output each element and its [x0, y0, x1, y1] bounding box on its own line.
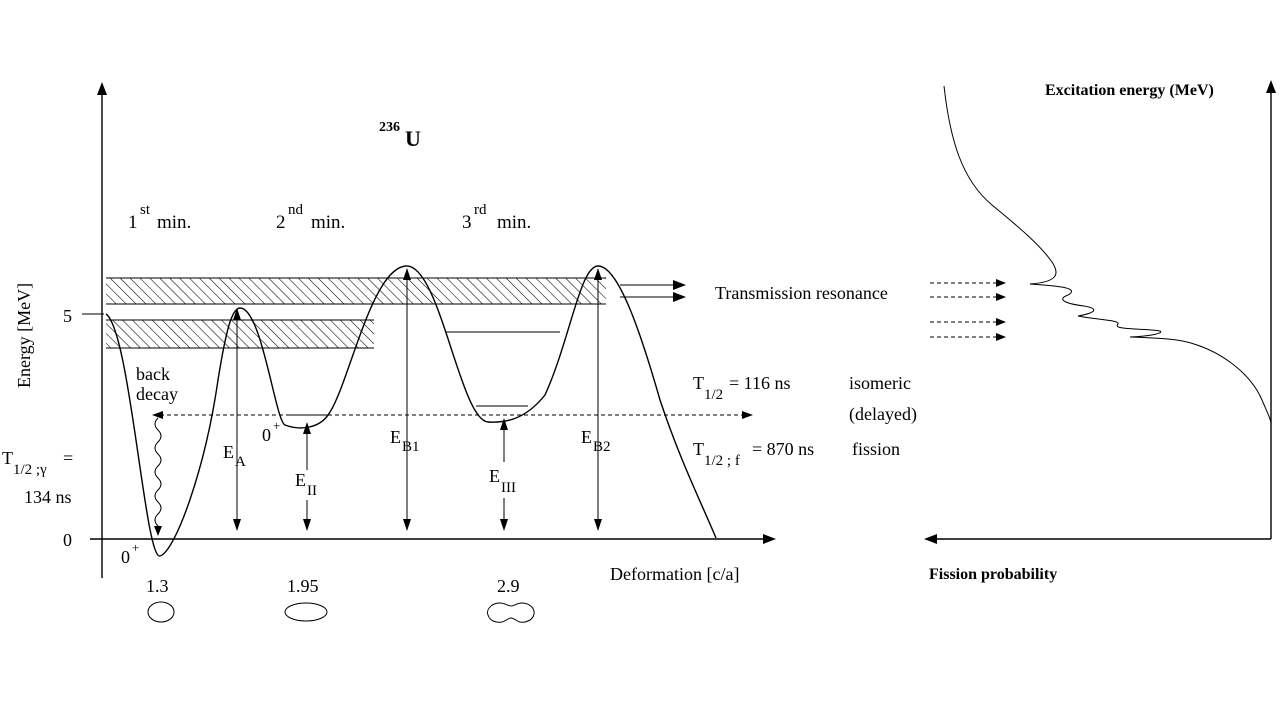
- svg-text:1/2 ;γ: 1/2 ;γ: [13, 462, 47, 478]
- energy-label-EII: E II: [295, 470, 317, 499]
- resonance-dashed-arrows: [930, 279, 1006, 341]
- svg-text:II: II: [307, 483, 317, 499]
- svg-text:1: 1: [128, 212, 138, 233]
- band-gap: [106, 304, 606, 320]
- svg-text:U: U: [405, 126, 421, 151]
- energy-label-EIII: E III: [489, 466, 516, 496]
- svg-text:1/2 ; f: 1/2 ; f: [704, 453, 740, 469]
- svg-text:E: E: [390, 427, 401, 447]
- svg-text:236: 236: [379, 120, 400, 135]
- x-tick-1-95: 1.95: [287, 576, 319, 596]
- isomeric-halflife-label: T 1/2 = 116 ns isomeric (delayed): [693, 373, 917, 425]
- svg-text:1/2: 1/2: [704, 387, 723, 403]
- y-axis-label: Energy [MeV]: [14, 283, 34, 388]
- x-axis-label: Deformation [c/a]: [610, 564, 739, 584]
- svg-text:T: T: [693, 373, 704, 393]
- nucleus-label: 236 U: [379, 120, 421, 151]
- energy-label-EA: E A: [223, 442, 246, 470]
- shape-sphere-1-3: [147, 601, 175, 623]
- svg-text:+: +: [273, 418, 280, 433]
- svg-text:3: 3: [462, 212, 472, 233]
- svg-text:min.: min.: [157, 212, 191, 233]
- hatched-band-upper: [106, 278, 606, 304]
- back-decay-wave: [154, 417, 162, 530]
- right-y-axis-label: Excitation energy (MeV): [1045, 82, 1214, 99]
- fission-halflife-label: T 1/2 ; f = 870 ns fission: [693, 439, 900, 469]
- back-decay-label-1: back: [136, 364, 170, 384]
- svg-text:III: III: [501, 480, 516, 496]
- svg-text:rd: rd: [474, 202, 487, 218]
- transmission-resonance-label: Transmission resonance: [715, 283, 888, 303]
- fission-probability-curve: [943, 85, 1272, 425]
- minimum-labels: 1 st min. 2 nd min. 3 rd min.: [128, 202, 531, 233]
- svg-text:0: 0: [121, 547, 130, 567]
- left-axes: [82, 82, 776, 578]
- svg-text:min.: min.: [311, 212, 345, 233]
- x-axis-arrowhead: [763, 534, 776, 544]
- svg-text:nd: nd: [288, 202, 304, 218]
- svg-text:B1: B1: [402, 439, 420, 455]
- svg-text:T: T: [693, 439, 704, 459]
- svg-text:(delayed): (delayed): [849, 404, 917, 425]
- hatched-band-lower: [106, 320, 374, 348]
- x-tick-1-3: 1.3: [146, 576, 169, 596]
- svg-text:= 116 ns: = 116 ns: [729, 373, 791, 393]
- transmission-arrows: [620, 280, 686, 302]
- y-axis-arrowhead: [97, 82, 107, 95]
- svg-text:= 870 ns: = 870 ns: [752, 439, 814, 459]
- right-panel: Excitation energy (MeV) Fission probabil…: [924, 80, 1276, 583]
- svg-text:E: E: [295, 470, 306, 490]
- svg-text:isomeric: isomeric: [849, 373, 911, 393]
- svg-text:B2: B2: [593, 439, 611, 455]
- svg-text:2: 2: [276, 212, 286, 233]
- potential-curve: [105, 265, 717, 557]
- energy-arrows: [233, 268, 602, 531]
- svg-text:A: A: [235, 454, 246, 470]
- shape-ellipse-1-95: [284, 602, 328, 622]
- svg-text:+: +: [132, 540, 139, 555]
- hatched-bands: [106, 277, 606, 349]
- back-decay-label-2: decay: [136, 384, 178, 404]
- spin-label-ground: 0 +: [121, 540, 139, 567]
- svg-text:st: st: [140, 202, 151, 218]
- svg-text:=: =: [63, 448, 73, 468]
- y-tick-label-0: 0: [63, 530, 72, 550]
- svg-text:E: E: [489, 466, 500, 486]
- shape-dumbbell-2-9: [487, 602, 535, 623]
- energy-label-EB2: E B2: [581, 427, 611, 455]
- svg-text:134 ns: 134 ns: [24, 487, 72, 507]
- svg-text:E: E: [223, 442, 234, 462]
- y-tick-label-5: 5: [63, 306, 72, 326]
- spin-label-second: 0 +: [262, 418, 280, 445]
- svg-text:min.: min.: [497, 212, 531, 233]
- svg-text:fission: fission: [852, 439, 900, 459]
- svg-text:T: T: [2, 448, 13, 468]
- svg-text:0: 0: [262, 425, 271, 445]
- energy-label-EB1: E B1: [390, 427, 420, 455]
- right-x-axis-label: Fission probability: [929, 566, 1057, 583]
- svg-text:E: E: [581, 427, 592, 447]
- x-tick-2-9: 2.9: [497, 576, 520, 596]
- gamma-halflife-label: T 1/2 ;γ = 134 ns: [2, 448, 73, 507]
